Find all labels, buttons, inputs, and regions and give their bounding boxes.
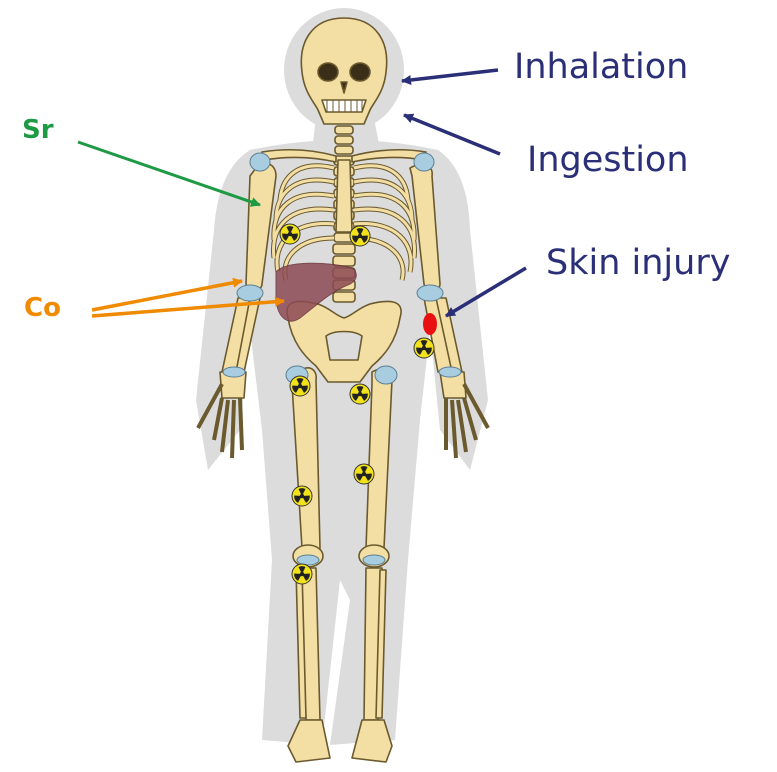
radiation-symbol-icon xyxy=(414,338,434,358)
inhalation-label: Inhalation xyxy=(514,50,688,85)
radiation-symbol-icon xyxy=(350,384,370,404)
ingestion-label: Ingestion xyxy=(527,143,689,178)
radiation-symbol-icon xyxy=(292,564,312,584)
radiation-symbol-icon xyxy=(280,224,300,244)
radiation-symbol-icon xyxy=(292,486,312,506)
co-label: Co xyxy=(24,295,61,321)
radiation-symbol-icon xyxy=(350,226,370,246)
skin-injury-label: Skin injury xyxy=(546,246,730,281)
radiation-symbol-icon xyxy=(290,376,310,396)
skin-wound-marker xyxy=(423,313,437,335)
sr-label: Sr xyxy=(22,117,54,143)
inhalation-arrow xyxy=(402,70,498,81)
radiation-symbol-icon xyxy=(354,464,374,484)
